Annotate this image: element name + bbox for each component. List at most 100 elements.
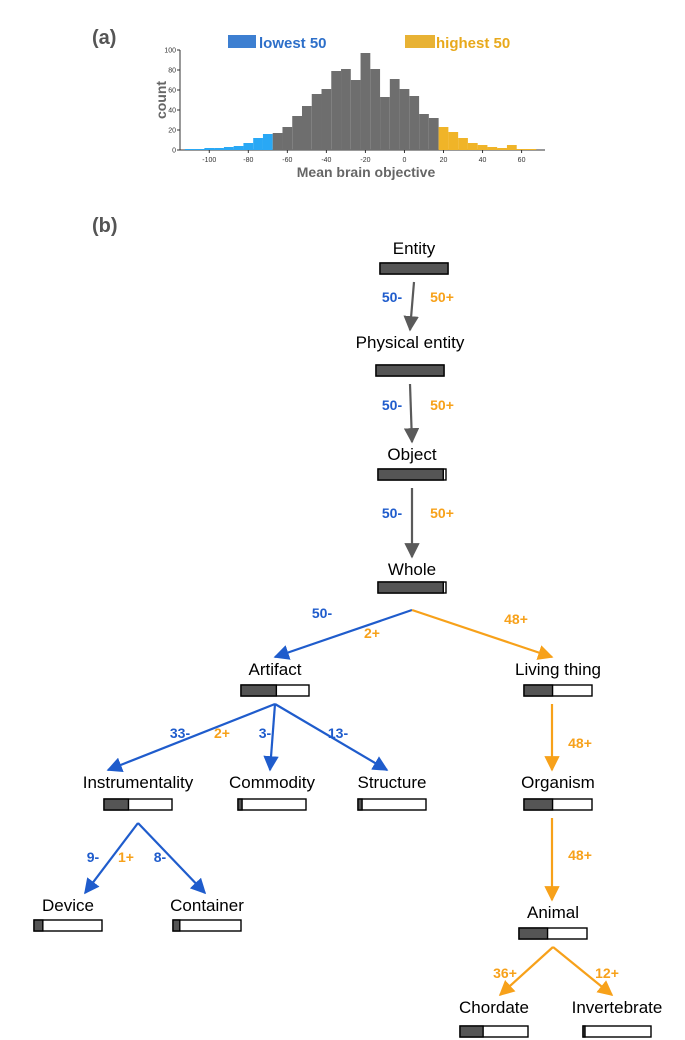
x-tick-label: 20 — [440, 157, 448, 164]
y-axis-label: count — [153, 81, 169, 119]
x-tick-label: -60 — [282, 157, 292, 164]
proportion-bar-fill — [518, 927, 549, 940]
histogram-bar — [253, 138, 263, 150]
histogram-bar — [272, 133, 283, 150]
edge-count-high: 12+ — [595, 965, 619, 981]
node-entity: Entity — [379, 239, 449, 275]
x-axis-label: Mean brain objective — [297, 164, 436, 180]
edge-count-high: 2+ — [364, 625, 380, 641]
proportion-bar-track — [33, 919, 103, 932]
node-label: Invertebrate — [572, 998, 663, 1017]
edge-count-low: 50- — [312, 605, 333, 621]
proportion-bar-fill — [582, 1025, 586, 1038]
node-label: Structure — [358, 773, 427, 792]
edge-whole-to-artifact — [273, 608, 413, 660]
edge-count-high: 50+ — [430, 289, 454, 305]
histogram-bar — [409, 96, 420, 150]
edge-count-high: 1+ — [118, 849, 134, 865]
histogram-bar — [487, 147, 498, 150]
edge-artifact-to-commodity — [263, 703, 279, 772]
edge-artifact-to-instrumentality — [106, 702, 276, 773]
histogram-bar — [419, 114, 429, 150]
histogram-bar — [194, 149, 205, 150]
legend-low-label: lowest 50 — [259, 35, 327, 52]
histogram-bar — [214, 148, 224, 150]
histogram-bar — [389, 79, 400, 150]
node-invertebrate: Invertebrate — [572, 998, 663, 1038]
histogram-bar — [370, 69, 381, 150]
edge-physical_entity-to-object — [403, 383, 420, 444]
node-device: Device — [33, 896, 103, 932]
node-label: Organism — [521, 773, 595, 792]
node-label: Physical entity — [356, 333, 465, 352]
edge-count-high: 2+ — [214, 725, 230, 741]
edge-count-high: 36+ — [493, 965, 517, 981]
x-tick-label: 40 — [479, 157, 487, 164]
proportion-bar-fill — [523, 684, 554, 697]
histogram-bar — [223, 147, 234, 150]
x-tick-label: -20 — [360, 157, 370, 164]
y-tick-label: 20 — [168, 128, 176, 135]
proportion-bar-fill — [379, 262, 449, 275]
tree-edge-counts: 50-50+50-50+50-50+50-2+48+33-2+3-13-48+9… — [87, 289, 619, 981]
edge-animal-to-chordate — [498, 946, 554, 997]
proportion-bar-fill — [357, 798, 363, 811]
edge-count-high: 48+ — [568, 735, 592, 751]
histogram-bar — [516, 149, 527, 150]
histogram-bar — [458, 138, 468, 150]
proportion-bar-fill — [237, 798, 243, 811]
proportion-bar-fill — [33, 919, 44, 932]
edge-instrumentality-to-device — [84, 822, 139, 895]
histogram-bar — [448, 132, 459, 150]
histogram-bar — [350, 80, 361, 150]
node-organism: Organism — [521, 773, 595, 811]
node-living-thing: Living thing — [515, 660, 601, 697]
proportion-bar-fill — [523, 798, 554, 811]
edge-animal-to-invertebrate — [552, 946, 614, 996]
y-tick-label: 60 — [168, 88, 176, 95]
edge-count-low: 3- — [259, 725, 272, 741]
histogram-bar — [526, 149, 537, 150]
y-tick-label: 80 — [168, 68, 176, 75]
histogram-bar — [282, 127, 293, 150]
edge-count-low: 50- — [382, 289, 403, 305]
edge-instrumentality-to-container — [137, 822, 207, 895]
histogram-bar — [360, 53, 371, 150]
node-label: Container — [170, 896, 244, 915]
node-label: Chordate — [459, 998, 529, 1017]
histogram-bar — [467, 143, 478, 150]
node-label: Commodity — [229, 773, 315, 792]
y-tick-label: 40 — [168, 108, 176, 115]
taxonomy-tree-panel: (b) 50-50+50-50+50-50+50-2+48+33-2+3-13-… — [33, 215, 663, 1038]
node-label: Living thing — [515, 660, 601, 679]
edge-count-low: 50- — [382, 505, 403, 521]
panel-b-label: (b) — [92, 215, 118, 237]
panel-a-label: (a) — [92, 27, 116, 49]
histogram-bar — [262, 134, 273, 150]
proportion-bar-track — [582, 1025, 652, 1038]
proportion-bar-fill — [459, 1025, 484, 1038]
node-container: Container — [170, 896, 244, 932]
proportion-bar-fill — [172, 919, 181, 932]
node-label: Device — [42, 896, 94, 915]
node-whole: Whole — [377, 560, 447, 594]
edge-count-high: 50+ — [430, 397, 454, 413]
histogram-bar — [321, 89, 332, 150]
proportion-bar-track — [237, 798, 307, 811]
edge-count-low: 13- — [328, 725, 349, 741]
edge-count-high: 48+ — [504, 611, 528, 627]
histogram-bars — [184, 53, 537, 150]
proportion-bar-track — [172, 919, 242, 932]
edge-count-low: 50- — [382, 397, 403, 413]
x-tick-label: 60 — [518, 157, 526, 164]
node-label: Object — [387, 445, 436, 464]
legend-low-swatch — [228, 35, 256, 48]
edge-whole-to-living_thing — [411, 608, 554, 660]
node-artifact: Artifact — [240, 660, 310, 697]
node-animal: Animal — [518, 903, 588, 940]
histogram-bar — [204, 148, 215, 150]
